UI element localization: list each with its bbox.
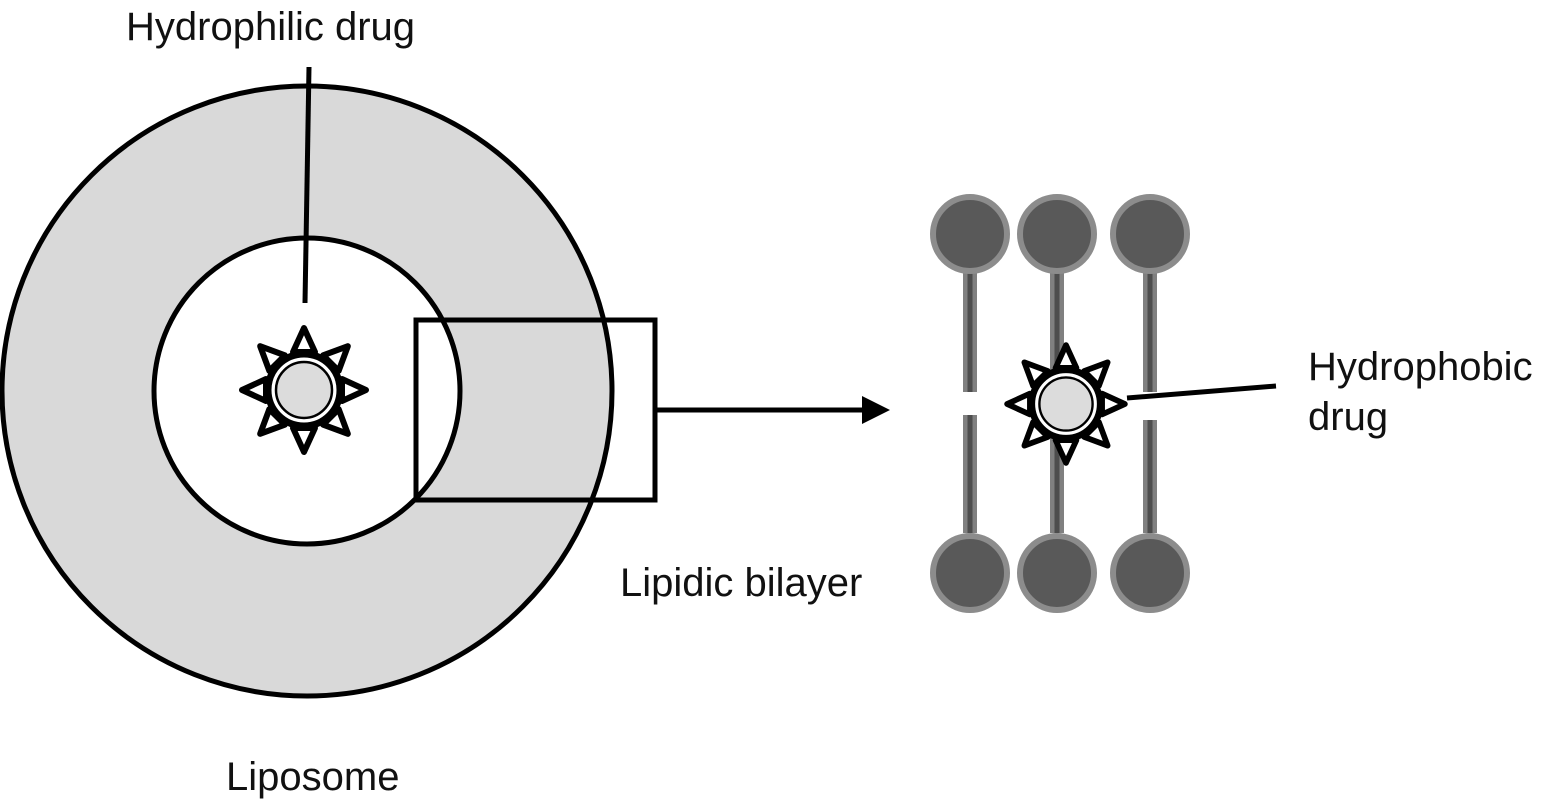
hydrophobic-drug-label: Hydrophobic drug: [1308, 342, 1533, 442]
phospholipid-top-3: [1110, 194, 1190, 392]
hydrophobic-drug-leader-line: [1126, 383, 1277, 401]
phospholipid-bottom-1: [930, 415, 1010, 613]
hydrophilic-drug-leader-line: [302, 66, 312, 304]
phospholipid-top-1: [930, 194, 1010, 392]
hydrophilic-drug-icon: [242, 328, 366, 452]
liposome-label: Liposome: [226, 755, 400, 799]
hydrophobic-drug-label-line2: drug: [1308, 395, 1389, 439]
hydrophilic-drug-label: Hydrophilic drug: [126, 5, 416, 49]
phospholipid-bottom-3: [1110, 420, 1190, 613]
lipid-bilayer: [930, 194, 1190, 613]
arrow-right-icon: [655, 396, 890, 424]
hydrophobic-drug-icon: [1007, 345, 1125, 463]
lipidic-bilayer-label: Lipidic bilayer: [620, 561, 863, 605]
hydrophobic-drug-label-line1: Hydrophobic: [1308, 345, 1533, 389]
